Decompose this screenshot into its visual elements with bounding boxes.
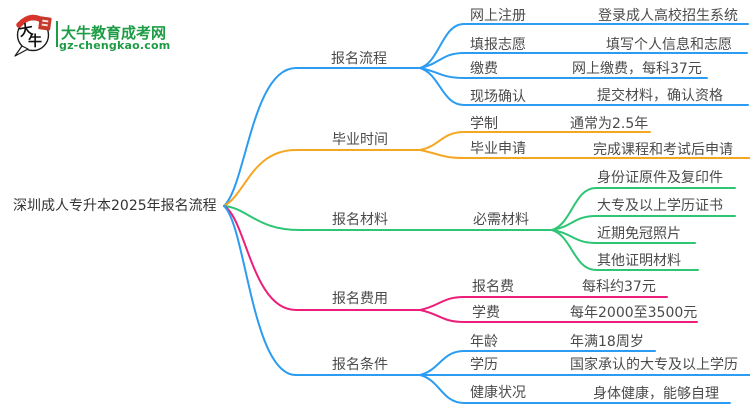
logo-divider <box>56 21 58 47</box>
leaf-tuition-detail: 每年2000至3500元 <box>570 305 698 321</box>
root-node: 深圳成人专升本2025年报名流程 <box>13 198 217 214</box>
branch-lines-requirements <box>223 205 750 404</box>
leaf-id-card: 身份证原件及复印件 <box>597 170 723 186</box>
node-fill-preferences: 填报志愿 <box>470 37 526 53</box>
node-age: 年龄 <box>470 334 498 350</box>
leaf-graduation-apply-detail: 完成课程和考试后申请 <box>593 142 733 158</box>
branch-lines-materials <box>223 187 736 271</box>
node-study-length: 学制 <box>470 116 498 132</box>
node-required-materials: 必需材料 <box>473 212 529 228</box>
leaf-online-register-detail: 登录成人高校招生系统 <box>598 8 738 24</box>
red-seal-icon <box>38 16 52 31</box>
node-signup-fee: 报名费 <box>472 279 514 295</box>
leaf-signup-fee-detail: 每科约37元 <box>582 279 656 295</box>
node-online-register: 网上注册 <box>470 8 526 24</box>
branch-fees: 报名费用 <box>332 291 388 307</box>
branch-requirements: 报名条件 <box>332 357 388 373</box>
branch-lines-signup-process <box>223 23 749 207</box>
leaf-other-proof: 其他证明材料 <box>597 253 681 269</box>
leaf-fill-preferences-detail: 填写个人信息和志愿 <box>606 37 732 53</box>
branch-graduation-time: 毕业时间 <box>332 132 388 148</box>
node-education: 学历 <box>470 357 498 373</box>
branch-materials: 报名材料 <box>332 212 388 228</box>
leaf-age-detail: 年满18周岁 <box>570 334 644 350</box>
dainiu-speech-bubble-icon: 大 牛 <box>14 14 52 57</box>
site-logo: 大 牛 大牛教育成考网 gz-chengkao.com <box>0 0 200 60</box>
leaf-education-detail: 国家承认的大专及以上学历 <box>570 357 738 373</box>
leaf-diploma: 大专及以上学历证书 <box>597 198 723 214</box>
leaf-study-length-detail: 通常为2.5年 <box>570 116 649 132</box>
bubble-tail <box>14 45 29 57</box>
logo-char-2: 牛 <box>28 33 42 50</box>
branch-lines-graduation-time <box>223 131 750 207</box>
branch-lines-fees <box>223 205 698 323</box>
logo-title: 大牛教育成考网 <box>61 24 167 42</box>
node-tuition: 学费 <box>472 305 500 321</box>
node-onsite-confirm: 现场确认 <box>470 89 526 105</box>
leaf-photo: 近期免冠照片 <box>597 226 681 242</box>
node-health: 健康状况 <box>470 385 526 401</box>
leaf-health-detail: 身体健康，能够自理 <box>593 386 719 402</box>
logo-domain: gz-chengkao.com <box>59 39 171 52</box>
logo-char-1: 大 <box>18 21 35 40</box>
leaf-onsite-confirm-detail: 提交材料，确认资格 <box>597 88 723 104</box>
node-payment: 缴费 <box>470 61 498 77</box>
branch-signup-process: 报名流程 <box>331 51 387 67</box>
leaf-payment-detail: 网上缴费，每科37元 <box>572 61 702 77</box>
node-graduation-apply: 毕业申请 <box>470 141 526 157</box>
